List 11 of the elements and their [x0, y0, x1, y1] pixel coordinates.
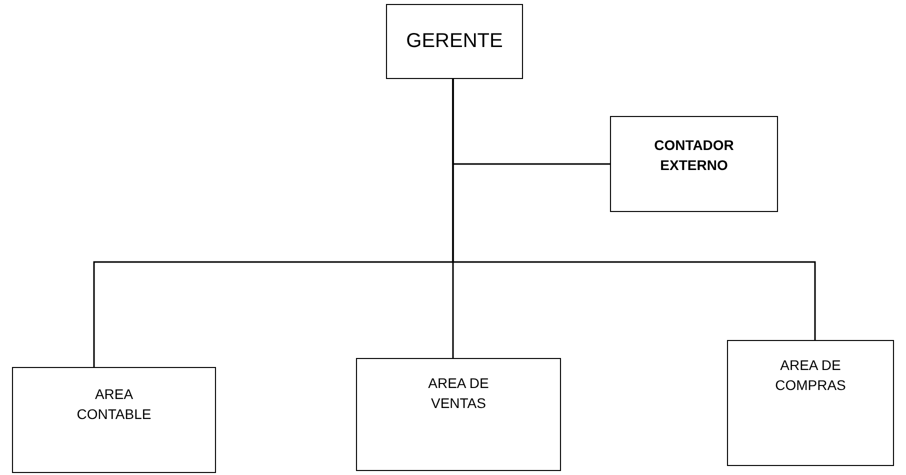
org-box	[12, 367, 216, 473]
box-label: AREA DE VENTAS	[427, 374, 490, 414]
org-box	[356, 358, 561, 471]
connector-line	[452, 79, 816, 340]
box-label: CONTADOR EXTERNO	[653, 136, 735, 176]
box-label: GERENTE	[406, 29, 503, 54]
org-box	[610, 116, 778, 212]
org-box	[386, 4, 523, 79]
org-box	[727, 340, 894, 466]
box-label: AREA CONTABLE	[76, 385, 152, 424]
box-label: AREA DE COMPRAS	[774, 356, 847, 396]
